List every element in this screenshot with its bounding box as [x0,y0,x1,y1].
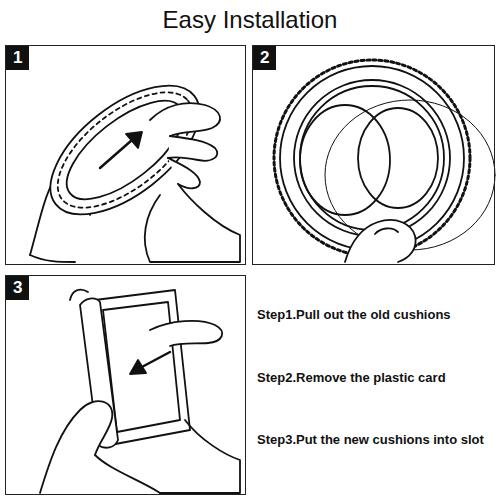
step-instruction: Step2.Remove the plastic card [257,370,446,385]
page-title: Easy Installation [0,6,500,34]
step-instruction: Step1.Pull out the old cushions [257,307,451,322]
step-panel: 2 [252,45,495,265]
step-number: 3 [6,276,29,300]
step-number: 1 [6,46,29,70]
step-instruction: Step3.Put the new cushions into slot [257,432,484,447]
step-panel: 3 [5,275,246,495]
step-panel: 1 [5,45,246,265]
step-number: 2 [253,46,276,70]
